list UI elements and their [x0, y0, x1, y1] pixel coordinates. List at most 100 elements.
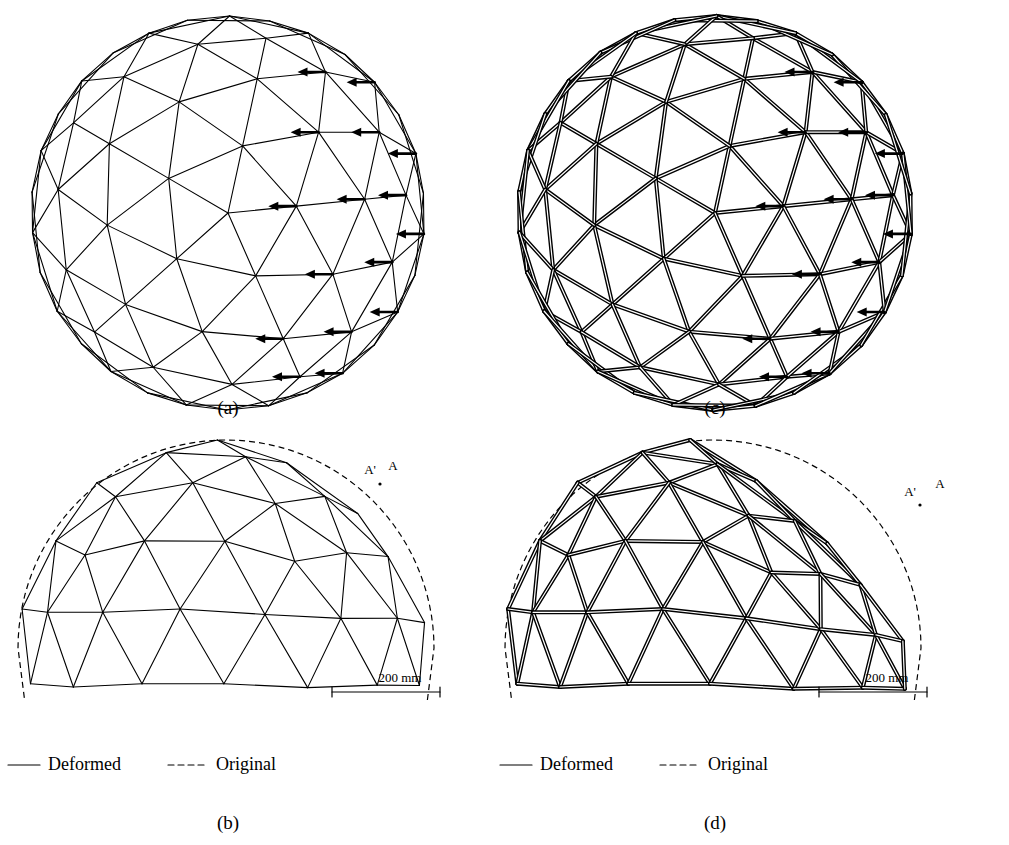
load-arrow-head [755, 202, 765, 211]
strut-inner [664, 213, 715, 259]
load-arrow-head [834, 78, 844, 87]
strut-inner [540, 541, 568, 555]
strut [126, 304, 154, 367]
strut [94, 332, 110, 371]
strut-inner [625, 483, 669, 541]
strut-outer [863, 688, 905, 689]
strut-inner [821, 629, 863, 688]
strut-inner [879, 262, 884, 312]
strut-outer [795, 521, 821, 574]
load-arrow-head [378, 191, 388, 200]
strut-outer [517, 612, 533, 683]
strut-inner [812, 72, 866, 132]
strut-inner [794, 688, 863, 689]
strut-inner [561, 123, 597, 144]
strut [85, 497, 116, 555]
strut-inner [628, 683, 710, 684]
strut-outer [820, 262, 879, 274]
strut-outer [744, 79, 805, 132]
strut-outer [783, 132, 805, 206]
point-label: A' [904, 485, 916, 499]
strut-outer [578, 483, 596, 497]
strut [22, 609, 47, 612]
strut [333, 262, 392, 274]
strut-outer [528, 81, 569, 151]
load-arrow-shaft [372, 261, 392, 264]
load-arrow-shaft [891, 233, 911, 236]
strut-outer [746, 618, 793, 688]
strut [48, 612, 74, 687]
strut-inner [533, 555, 568, 612]
strut-inner [544, 311, 598, 371]
strut-inner [715, 213, 743, 276]
load-arrow-head [838, 128, 848, 137]
strut [270, 21, 345, 54]
strut [94, 304, 125, 332]
strut-outer [771, 573, 820, 630]
strut [308, 685, 378, 688]
strut-outer [821, 629, 876, 635]
strut [41, 151, 58, 190]
strut-inner [643, 440, 691, 453]
strut-inner [666, 79, 744, 102]
strut [107, 225, 125, 304]
load-arrow-head [291, 128, 301, 137]
strut [202, 332, 232, 385]
scale-bar [819, 691, 927, 692]
strut [296, 199, 364, 206]
strut-inner [628, 609, 663, 684]
strut-outer [625, 541, 703, 542]
strut-inner [744, 38, 753, 79]
strut-inner [664, 259, 743, 276]
load-arrow-shaft [767, 375, 787, 378]
strut-inner [795, 521, 821, 574]
strut [365, 132, 380, 199]
strut [126, 259, 177, 305]
strut-outer [656, 178, 664, 258]
load-arrow-head [396, 229, 406, 238]
strut-outer [771, 573, 820, 574]
strut [308, 618, 341, 687]
strut-inner [770, 274, 820, 339]
strut-inner [596, 497, 625, 541]
strut [177, 259, 256, 276]
strut [202, 276, 255, 332]
load-arrow-shaft [810, 372, 830, 375]
load-arrow-shaft [750, 337, 770, 340]
strut-inner [703, 516, 749, 542]
strut-inner [594, 178, 656, 225]
strut-outer [685, 44, 744, 79]
strut [257, 38, 266, 79]
load-arrow-head [305, 270, 315, 279]
strut-outer [852, 132, 867, 199]
load-arrow-head [824, 195, 834, 204]
strut-inner [689, 332, 719, 385]
load-arrow-head [370, 308, 380, 317]
strut [166, 453, 245, 457]
scale-label: 200 mm [866, 671, 909, 685]
load-arrow-head [792, 270, 802, 279]
strut [347, 553, 398, 619]
strut [109, 102, 179, 144]
strut [126, 304, 203, 331]
strut [111, 371, 186, 404]
strut [66, 270, 94, 332]
strut [300, 332, 352, 377]
strut-outer [611, 77, 666, 102]
strut-outer [663, 542, 703, 609]
strut-outer [746, 618, 821, 629]
strut [97, 483, 116, 497]
load-arrow-shaft [276, 205, 296, 208]
strut-outer [719, 377, 787, 385]
strut [256, 274, 333, 276]
strut-inner [656, 102, 666, 179]
strut [265, 614, 341, 618]
strut [187, 20, 269, 22]
strut-inner [669, 483, 703, 542]
strut-inner [863, 688, 905, 689]
strut-inner [771, 573, 820, 574]
strut-inner [783, 132, 805, 206]
load-arrow-head [851, 258, 861, 267]
strut [341, 618, 397, 619]
strut [325, 72, 379, 132]
